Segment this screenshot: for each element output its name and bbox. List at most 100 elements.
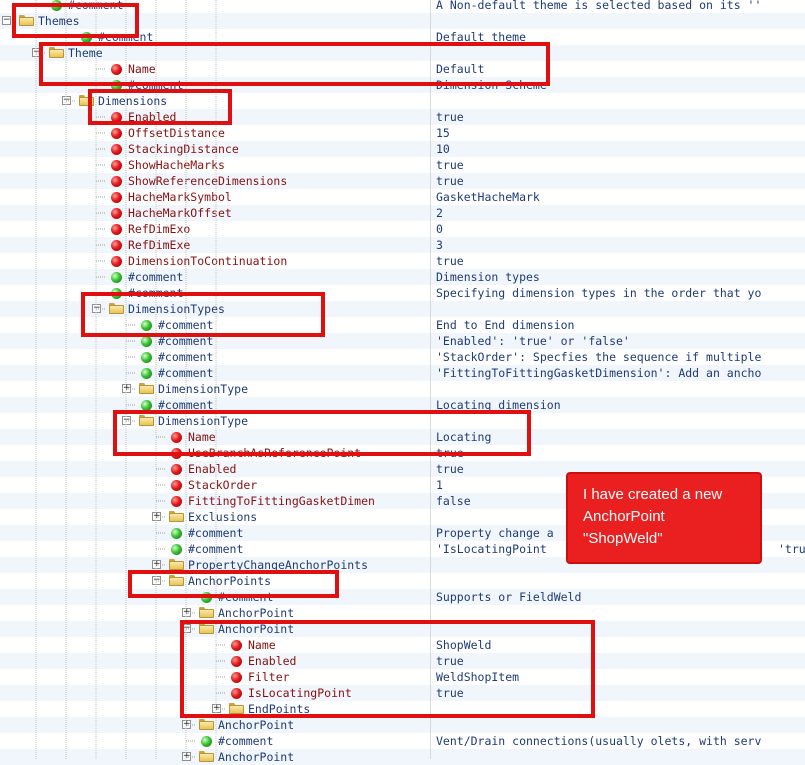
node-value: 10 (436, 142, 450, 156)
node-value (436, 573, 805, 589)
node-label: ShowHacheMarks (128, 158, 225, 172)
column-separator[interactable] (430, 0, 431, 759)
tree-row[interactable]: #comment Supports or FieldWeld (0, 589, 805, 605)
node-value: false (436, 494, 471, 508)
tree-node-theme[interactable]: −Theme (0, 45, 805, 61)
annotation-callout: I have created a new AnchorPoint "ShopWe… (566, 472, 762, 564)
collapse-toggle[interactable]: − (62, 95, 71, 105)
tree-node-dimensiontypes[interactable]: − DimensionTypes (0, 301, 805, 317)
expand-toggle[interactable]: + (212, 703, 221, 713)
node-value: true (436, 158, 464, 172)
comment-green-dot-icon (141, 352, 152, 363)
tree-row[interactable]: #comment'Enabled': 'true' or 'false' (0, 333, 805, 349)
folder-icon (49, 47, 64, 58)
folder-icon (199, 623, 214, 634)
node-label: UseBranchAsReferencePoint (188, 446, 362, 460)
node-value: true (436, 686, 464, 700)
tree-node-dimensiontype[interactable]: −DimensionType (0, 413, 805, 429)
node-value (436, 413, 805, 429)
node-label: HacheMarkOffset (128, 206, 232, 220)
node-label: #comment (158, 318, 214, 332)
tree-node-anchorpoints[interactable]: −AnchorPoints (0, 573, 805, 589)
tree-node-themes[interactable]: −Themes (0, 13, 805, 29)
comment-green-dot-icon (141, 368, 152, 379)
tree-node-dimensiontype[interactable]: + DimensionType (0, 381, 805, 397)
node-label: #comment (128, 78, 184, 92)
node-value: 'IsLocatingPoint (436, 542, 547, 556)
collapse-toggle[interactable]: − (92, 303, 101, 313)
node-label: Exclusions (188, 510, 258, 524)
attribute-red-dot-icon (231, 672, 242, 683)
comment-green-dot-icon (141, 336, 152, 347)
node-value: Supports or FieldWeld (436, 590, 582, 604)
comment-green-dot-icon (141, 320, 152, 331)
collapse-toggle[interactable]: − (182, 623, 191, 633)
comment-green-dot-icon (111, 272, 122, 283)
tree-node-endpoints[interactable]: +EndPoints (0, 701, 805, 717)
node-label: #comment (218, 590, 274, 604)
collapse-toggle[interactable]: − (152, 575, 161, 585)
tree-node-anchorpoint[interactable]: − AnchorPoint (0, 621, 805, 637)
tree-row[interactable]: #comment Dimension Scheme (0, 77, 805, 93)
collapse-toggle[interactable]: − (122, 415, 131, 425)
node-label: DimensionType (158, 382, 249, 396)
node-value: true (436, 254, 464, 268)
tree-node-anchorpoint[interactable]: + AnchorPoint (0, 717, 805, 733)
node-value: WeldShopItem (436, 670, 520, 684)
node-label: Name (128, 62, 156, 76)
attribute-red-dot-icon (111, 128, 122, 139)
node-value: Vent/Drain connections(usually olets, wi… (436, 734, 762, 748)
expand-toggle[interactable]: + (122, 383, 131, 393)
node-label: AnchorPoint (218, 622, 295, 636)
node-value: 15 (436, 126, 450, 140)
node-label: DimensionTypes (128, 302, 225, 316)
expand-toggle[interactable]: + (152, 559, 161, 569)
node-label: #comment (68, 0, 124, 12)
tree-node-anchorpoint[interactable]: +AnchorPoint (0, 605, 805, 621)
node-value: Locating (436, 430, 492, 444)
expand-toggle[interactable]: + (152, 511, 161, 521)
tree-row[interactable]: #comment'FittingToFittingGasketDimension… (0, 365, 805, 381)
node-label: AnchorPoint (218, 718, 295, 732)
node-label: Enabled (128, 110, 177, 124)
tree-row[interactable]: ShowHacheMarks true (0, 157, 805, 173)
tree-row[interactable]: #comment'StackOrder': Specfies the seque… (0, 349, 805, 365)
node-value (436, 717, 805, 733)
expand-toggle[interactable]: + (182, 607, 191, 617)
node-value: Dimension Scheme (436, 78, 547, 92)
expand-toggle[interactable]: + (182, 751, 191, 761)
node-value (436, 301, 805, 317)
expand-toggle[interactable]: + (182, 719, 191, 729)
comment-green-dot-icon (111, 288, 122, 299)
tree-node-dimensions[interactable]: −Dimensions (0, 93, 805, 109)
collapse-toggle[interactable]: − (32, 47, 41, 57)
node-value: ShopWeld (436, 638, 492, 652)
attribute-red-dot-icon (171, 432, 182, 443)
tree-node-anchorpoint[interactable]: +AnchorPoint (0, 749, 805, 765)
collapse-toggle[interactable]: − (2, 15, 11, 25)
